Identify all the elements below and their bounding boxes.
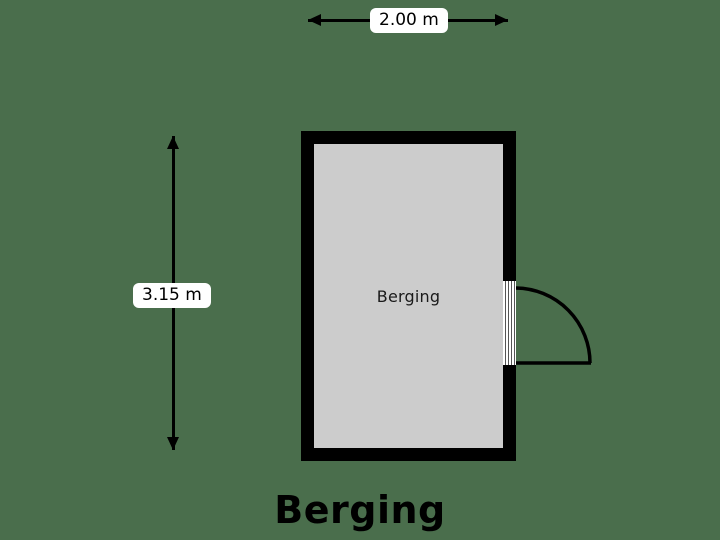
dimension-height-label: 3.15 m: [133, 283, 211, 308]
dimension-height-arrow-up-icon: [167, 136, 179, 149]
dimension-width-arrow-left-icon: [308, 14, 321, 26]
dimension-width-label: 2.00 m: [370, 8, 448, 33]
dimension-height-arrow-down-icon: [167, 437, 179, 450]
room-berging[interactable]: Berging: [301, 131, 516, 461]
page-title: Berging: [274, 488, 446, 532]
room-name-label: Berging: [376, 286, 441, 306]
room-floor: Berging: [314, 144, 503, 448]
dimension-width-arrow-right-icon: [495, 14, 508, 26]
